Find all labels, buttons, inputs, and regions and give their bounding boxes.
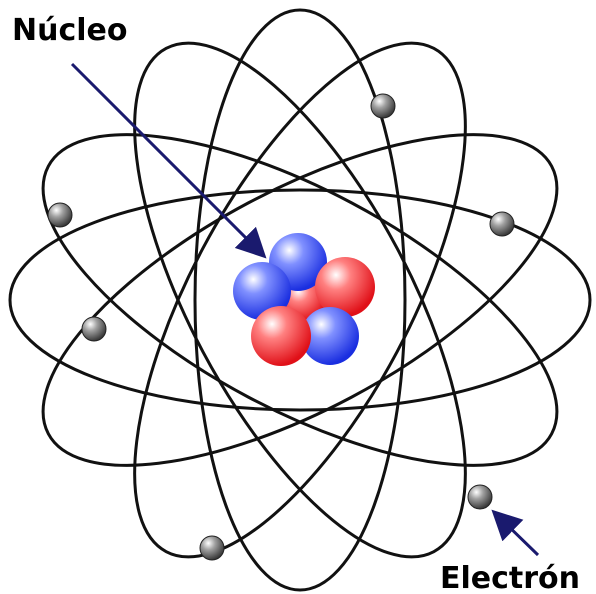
nucleus-proton-right (315, 257, 375, 317)
nucleus-proton-bottom (251, 306, 311, 366)
arrows (70, 62, 540, 557)
orbit-tilted-down-left (41, 133, 559, 467)
electron-bottom-left (199, 535, 225, 561)
electron-arrow (491, 509, 540, 557)
nucleus (233, 233, 375, 366)
electron-right-upper (489, 211, 515, 237)
electron-top-right (370, 93, 396, 119)
nucleus-label: Núcleo (12, 13, 128, 48)
electron-left-upper (47, 202, 73, 228)
nucleus-neutron-left (233, 262, 291, 320)
electrons (47, 93, 515, 561)
electron-label: Electrón (440, 561, 580, 594)
orbit-tilted-down-right (41, 133, 559, 467)
orbit-steep-right (133, 41, 467, 559)
electron-bottom-right (467, 484, 493, 510)
nucleus-neutron-bottom (301, 307, 359, 365)
electron-left-middle (81, 316, 107, 342)
orbit-vertical (193, 8, 407, 592)
nucleus-arrow (70, 62, 267, 259)
orbit-steep-left (133, 41, 467, 559)
orbit-horizontal (8, 188, 592, 412)
